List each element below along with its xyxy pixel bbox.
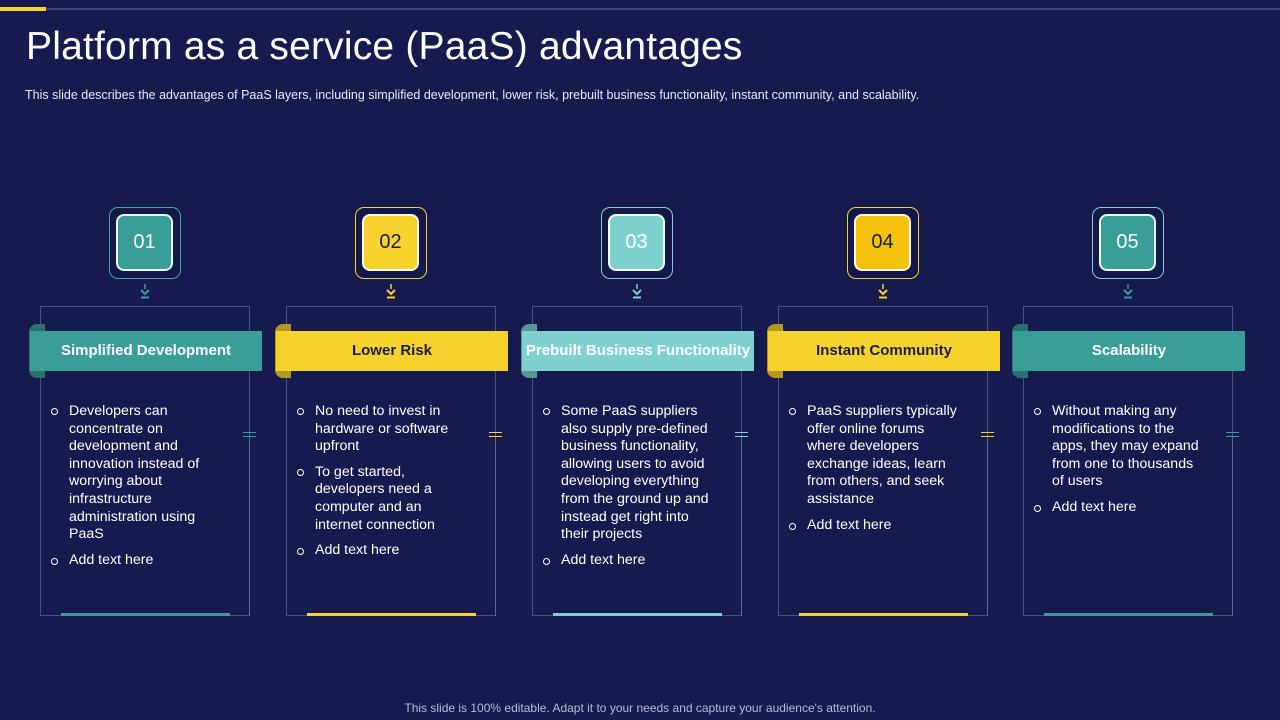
side-tick — [243, 436, 256, 437]
top-rule — [0, 8, 1280, 10]
bullet-list: No need to invest in hardware or softwar… — [296, 403, 471, 568]
bullet-list: PaaS suppliers typically offer online fo… — [788, 403, 963, 542]
card-heading: Prebuilt Business Functionality — [522, 331, 754, 371]
add-text-label: Add text here — [561, 551, 646, 568]
bullet-list: Some PaaS suppliers also supply pre-defi… — [542, 403, 717, 577]
chevron-down-icon — [140, 284, 150, 299]
bullet-text: To get started, developers need a comput… — [315, 463, 435, 533]
number-badge: 01 — [109, 207, 181, 279]
list-item: No need to invest in hardware or softwar… — [296, 403, 471, 456]
side-divider — [249, 435, 250, 616]
chevron-down-icon — [386, 284, 396, 299]
side-tick — [243, 432, 256, 433]
number-badge-label: 04 — [854, 214, 911, 271]
bullet-list: Without making any modifications to the … — [1033, 403, 1208, 525]
bullet-text: PaaS suppliers typically offer online fo… — [807, 403, 957, 507]
side-tick — [981, 432, 994, 433]
side-tick — [1226, 432, 1239, 433]
side-divider — [495, 435, 496, 616]
number-badge-label: 05 — [1099, 214, 1156, 271]
add-text-label: Add text here — [69, 551, 154, 568]
bullet-text: Developers can concentrate on developmen… — [69, 403, 200, 543]
bullet-text: No need to invest in hardware or softwar… — [315, 403, 449, 455]
number-badge-label: 02 — [362, 214, 419, 271]
side-tick — [735, 432, 748, 433]
bullet-text: Some PaaS suppliers also supply pre-defi… — [561, 403, 709, 543]
card-bottom-accent — [1044, 613, 1213, 616]
list-item: To get started, developers need a comput… — [296, 464, 471, 534]
side-tick — [1226, 436, 1239, 437]
circle-bullet-icon — [297, 408, 304, 415]
card-heading: Instant Community — [768, 331, 1000, 371]
add-text-placeholder[interactable]: Add text here — [50, 552, 225, 570]
circle-bullet-icon — [789, 408, 796, 415]
number-badge-label: 03 — [608, 214, 665, 271]
card-heading: Scalability — [1013, 331, 1245, 371]
side-divider — [987, 435, 988, 616]
circle-bullet-icon — [543, 557, 550, 565]
footer-note: This slide is 100% editable. Adapt it to… — [404, 701, 876, 715]
number-badge: 02 — [355, 207, 427, 279]
list-item: Without making any modifications to the … — [1033, 403, 1208, 491]
bullet-text: Without making any modifications to the … — [1052, 403, 1199, 490]
list-item: PaaS suppliers typically offer online fo… — [788, 403, 963, 509]
side-tick — [981, 436, 994, 437]
page-title: Platform as a service (PaaS) advantages — [26, 25, 743, 68]
circle-bullet-icon — [789, 522, 796, 530]
number-badge: 05 — [1092, 207, 1164, 279]
chevron-down-icon — [632, 284, 642, 299]
circle-bullet-icon — [297, 468, 304, 476]
top-accent-bar — [0, 7, 46, 11]
card-bottom-accent — [307, 613, 476, 616]
number-badge: 04 — [847, 207, 919, 279]
add-text-placeholder[interactable]: Add text here — [296, 542, 471, 560]
list-item: Some PaaS suppliers also supply pre-defi… — [542, 403, 717, 544]
card-bottom-accent — [799, 613, 968, 616]
add-text-label: Add text here — [1052, 498, 1137, 515]
add-text-label: Add text here — [807, 516, 892, 533]
circle-bullet-icon — [1034, 408, 1041, 415]
chevron-down-icon — [878, 284, 888, 299]
card-heading: Lower Risk — [276, 331, 508, 371]
bullet-list: Developers can concentrate on developmen… — [50, 403, 225, 577]
card-heading: Simplified Development — [30, 331, 262, 371]
side-tick — [489, 432, 502, 433]
list-item: Developers can concentrate on developmen… — [50, 403, 225, 544]
card-bottom-accent — [553, 613, 722, 616]
card-bottom-accent — [61, 613, 230, 616]
number-badge: 03 — [601, 207, 673, 279]
add-text-label: Add text here — [315, 542, 400, 559]
side-tick — [735, 436, 748, 437]
add-text-placeholder[interactable]: Add text here — [542, 552, 717, 570]
page-subtitle: This slide describes the advantages of P… — [25, 88, 920, 102]
number-badge-label: 01 — [116, 214, 173, 271]
side-divider — [741, 435, 742, 616]
chevron-down-icon — [1123, 284, 1133, 299]
add-text-placeholder[interactable]: Add text here — [1033, 499, 1208, 517]
circle-bullet-icon — [297, 548, 304, 556]
circle-bullet-icon — [51, 408, 58, 415]
side-divider — [1232, 435, 1233, 616]
add-text-placeholder[interactable]: Add text here — [788, 517, 963, 535]
circle-bullet-icon — [51, 557, 58, 565]
circle-bullet-icon — [543, 408, 550, 415]
circle-bullet-icon — [1034, 504, 1041, 512]
side-tick — [489, 436, 502, 437]
